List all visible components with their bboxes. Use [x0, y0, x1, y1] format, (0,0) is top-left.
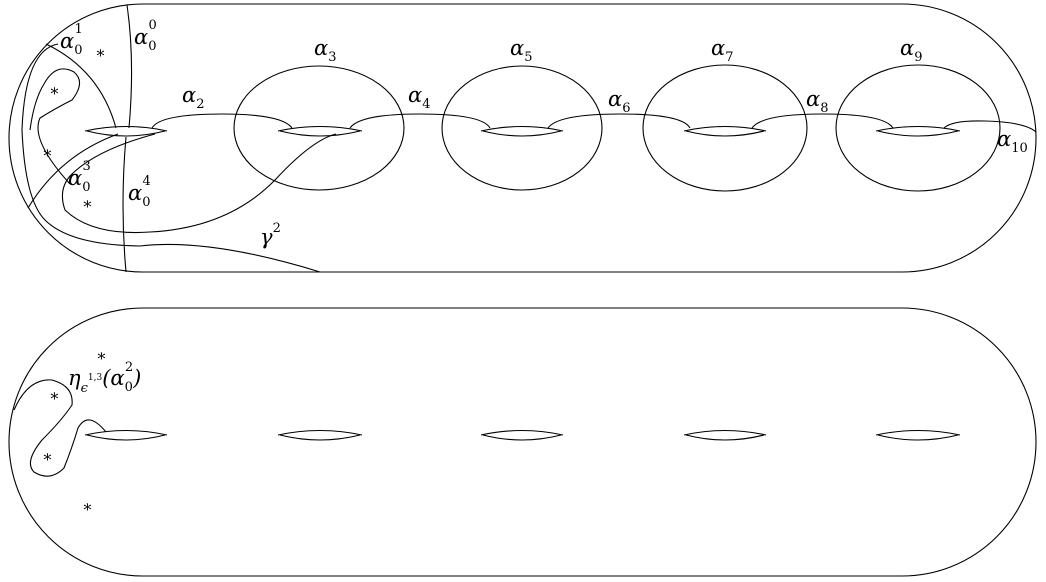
curve-alpha4 — [349, 113, 491, 129]
label-alpha0-4: α04 — [128, 174, 151, 210]
puncture-star: ∗ — [96, 346, 107, 365]
bottom-hole-1 — [84, 429, 168, 441]
top-labels: α01 α00 α2 α3 α4 α5 α6 α7 α8 α9 α10 α03 … — [60, 18, 1028, 249]
curve-alpha5 — [441, 65, 603, 191]
label-alpha0-3: α03 — [68, 159, 91, 195]
bottom-surface — [8, 307, 1037, 577]
puncture-star: ∗ — [95, 43, 106, 62]
puncture-star: ∗ — [49, 81, 60, 100]
puncture-star: ∗ — [42, 143, 53, 162]
curve-eta — [13, 379, 107, 477]
puncture-star: ∗ — [82, 194, 93, 213]
curve-inner-hook — [29, 68, 81, 185]
top-hole-4 — [683, 125, 767, 137]
bottom-hole-4 — [683, 429, 767, 441]
label-alpha5: α5 — [510, 36, 532, 65]
top-surface — [8, 3, 1037, 273]
top-hole-1 — [84, 125, 168, 137]
curve-alpha3 — [233, 65, 405, 191]
top-surface-outline — [8, 3, 1037, 273]
top-hole-3 — [480, 125, 564, 137]
label-alpha10: α10 — [997, 127, 1028, 156]
label-alpha2: α2 — [182, 83, 204, 112]
curve-alpha6 — [547, 113, 691, 129]
top-hole-2 — [277, 125, 363, 137]
label-alpha6: α6 — [608, 87, 630, 116]
curve-around-punctures — [61, 133, 337, 234]
label-alpha9: α9 — [900, 36, 922, 65]
puncture-star: ∗ — [42, 447, 53, 466]
bottom-hole-2 — [277, 429, 363, 441]
label-alpha7: α7 — [711, 36, 733, 65]
top-punctures: ∗ ∗ ∗ ∗ — [42, 43, 106, 213]
puncture-star: ∗ — [82, 497, 93, 516]
curve-alpha2 — [151, 113, 293, 129]
curve-loop-left — [21, 43, 321, 273]
label-alpha8: α8 — [806, 87, 828, 116]
puncture-star: ∗ — [49, 386, 60, 405]
top-hole-5 — [875, 125, 961, 137]
label-alpha3: α3 — [314, 36, 336, 65]
curve-alpha10 — [943, 120, 1037, 133]
curve-alpha0-1 — [45, 43, 117, 129]
label-gamma2: γ2 — [260, 221, 281, 249]
bottom-holes — [84, 429, 961, 441]
bottom-punctures: ∗ ∗ ∗ ∗ — [42, 346, 107, 516]
label-alpha4: α4 — [408, 83, 430, 112]
bottom-hole-5 — [875, 429, 961, 441]
top-holes — [84, 125, 961, 137]
curve-alpha8 — [751, 113, 894, 129]
bottom-hole-3 — [480, 429, 564, 441]
curve-alpha9 — [835, 64, 1001, 192]
curve-alpha0-4 — [122, 136, 127, 273]
curve-alpha7 — [642, 64, 808, 192]
label-eta: ηϵ1,3(α02) — [68, 360, 141, 396]
label-alpha0-1: α01 — [60, 22, 83, 58]
curve-alpha0-0 — [126, 4, 133, 129]
label-alpha0-0: α00 — [134, 18, 157, 54]
bottom-surface-outline — [8, 307, 1037, 577]
curve-alpha0-3 — [27, 133, 119, 209]
